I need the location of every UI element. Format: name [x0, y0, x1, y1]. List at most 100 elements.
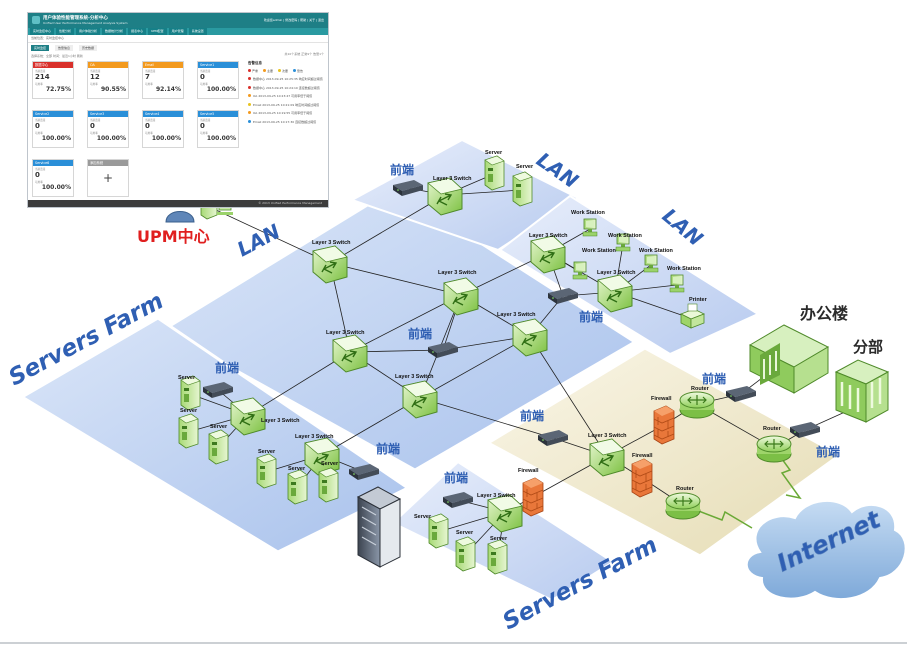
card-stat-label: 当前连接: [35, 70, 46, 73]
card-rate-label: 可用率: [35, 83, 43, 86]
alarm-item[interactable]: 数据中心 2013-09-25 10:24:10 连接数超过阈值: [248, 85, 326, 91]
alarm-level-icon: [248, 77, 251, 80]
nav-item[interactable]: 系统设置: [188, 28, 207, 35]
server-label: Server: [490, 536, 508, 542]
breadcrumb: 当前位置：实时监控中心: [28, 35, 328, 43]
switch-label: Layer 3 Switch: [529, 233, 568, 239]
dashboard-tabs: 实时监控告警信息历史数据: [28, 43, 328, 53]
legend-dot-icon: [248, 69, 251, 72]
card-rate-label: 可用率: [145, 132, 153, 135]
card-stat-label: 当前连接: [90, 70, 101, 73]
alarm-item[interactable]: OA 2013-09-25 10:23:47 可用率低于阈值: [248, 94, 326, 99]
card-value: 0: [35, 122, 40, 130]
server-icon: [484, 155, 505, 191]
dashboard-header: 用户体验性能管理系统-分析中心 Unified User Performance…: [28, 13, 328, 28]
card-value: 0: [200, 122, 205, 130]
card-rate-label: 可用率: [90, 132, 98, 135]
server-icon: [287, 469, 308, 505]
tab-item[interactable]: 实时监控: [31, 45, 50, 51]
alarm-text: Email 2013-09-25 10:17:30 连接数超过阈值: [253, 119, 317, 124]
card-rate-label: 可用率: [145, 83, 153, 86]
alarm-list: 数据中心 2013-09-25 10:25:35 响应时间超过阈值数据中心 20…: [248, 77, 326, 124]
alarm-item[interactable]: 数据中心 2013-09-25 10:25:35 响应时间超过阈值: [248, 77, 326, 82]
card-value: 214: [35, 73, 50, 81]
filter-summary: 共10个系统 正常9个 告警1个: [284, 52, 324, 56]
legend-dot-icon: [263, 69, 267, 72]
switch-label: Layer 3 Switch: [312, 240, 351, 246]
server-label: Server: [485, 150, 503, 156]
switch-label: Layer 3 Switch: [497, 312, 536, 318]
legend-item: 次要: [278, 69, 288, 73]
router-label: Router: [676, 486, 695, 492]
nav-item[interactable]: 用户管理: [168, 28, 187, 35]
alarm-legend: 严重主要次要警告: [248, 69, 326, 73]
card-name: Service5: [198, 111, 238, 117]
upm-center-label: UPM中心: [137, 227, 210, 246]
workstation-label: Work Station: [608, 233, 642, 239]
alarm-title: 告警信息: [248, 61, 262, 65]
server-label: Server: [288, 466, 306, 472]
printer-icon: [680, 303, 705, 329]
nav-item[interactable]: 数据统计分析: [102, 28, 127, 35]
firewall-icon: [653, 405, 675, 445]
add-system-button[interactable]: +: [102, 171, 114, 185]
tab-item[interactable]: 历史数据: [79, 45, 98, 51]
server-icon: [455, 536, 476, 572]
firewall-label: Firewall: [632, 453, 653, 459]
firewall-icon: [631, 458, 653, 498]
legend-dot-icon: [293, 69, 297, 72]
frontend-label: 前端: [579, 309, 603, 324]
server-icon: [318, 467, 339, 503]
nav-item[interactable]: 性能分析: [56, 28, 75, 35]
server-icon: [178, 413, 199, 449]
tab-item[interactable]: 告警信息: [55, 45, 74, 51]
server-icon: [428, 513, 449, 549]
nav-item[interactable]: 用户体验分析: [76, 28, 101, 35]
card-stat-label: 当前连接: [145, 119, 156, 122]
alarm-text: 数据中心 2013-09-25 10:24:10 连接数超过阈值: [253, 85, 320, 90]
server-label: Server: [180, 408, 198, 414]
app-logo-icon: [32, 16, 40, 24]
footer-text: © 2013 Unified Performance Management: [258, 201, 322, 205]
workstation-icon: [643, 254, 659, 273]
dashboard-subtitle: Unified User Performance Management Anal…: [43, 21, 128, 25]
alarm-item[interactable]: OA 2013-09-25 10:19:55 可用率低于阈值: [248, 111, 326, 116]
card-name: 添加系统: [88, 160, 128, 166]
system-card[interactable]: 添加系统 +: [87, 159, 129, 197]
card-stat-label: 当前连接: [90, 119, 101, 122]
router-label: Router: [763, 426, 782, 432]
card-rate: 100.00%: [151, 135, 181, 142]
office-building-icon: [748, 324, 830, 394]
alarm-text: Email 2013-09-25 10:21:09 响应时间超过阈值: [253, 102, 320, 107]
card-stat-label: 当前连接: [200, 119, 211, 122]
alarm-item[interactable]: Email 2013-09-25 10:17:30 连接数超过阈值: [248, 119, 326, 125]
user-links[interactable]: 欢迎您admin | 修改密码 | 帮助 | 关于 | 退出: [263, 18, 324, 22]
nav-item[interactable]: 报表中心: [128, 28, 147, 35]
filter-bar[interactable]: 选择系统：全部 时间：最近1小时 刷新: [31, 54, 83, 58]
server-icon: [208, 429, 229, 465]
nav-item[interactable]: UPM配置: [148, 28, 167, 35]
card-stat-label: 当前连接: [35, 168, 46, 171]
frontend-label: 前端: [215, 360, 239, 375]
frontend-label: 前端: [444, 470, 468, 485]
alarm-text: 数据中心 2013-09-25 10:25:35 响应时间超过阈值: [253, 77, 323, 81]
server-label: Server: [258, 449, 276, 455]
nav-item[interactable]: 实时监控中心: [30, 28, 55, 35]
card-value: 7: [145, 73, 150, 81]
alarm-item[interactable]: Email 2013-09-25 10:21:09 响应时间超过阈值: [248, 102, 326, 108]
dashboard-title: 用户体验性能管理系统-分析中心: [43, 16, 108, 21]
server-label: Server: [321, 461, 339, 467]
card-rate: 100.00%: [206, 135, 236, 142]
switch-label: Layer 3 Switch: [477, 493, 516, 499]
